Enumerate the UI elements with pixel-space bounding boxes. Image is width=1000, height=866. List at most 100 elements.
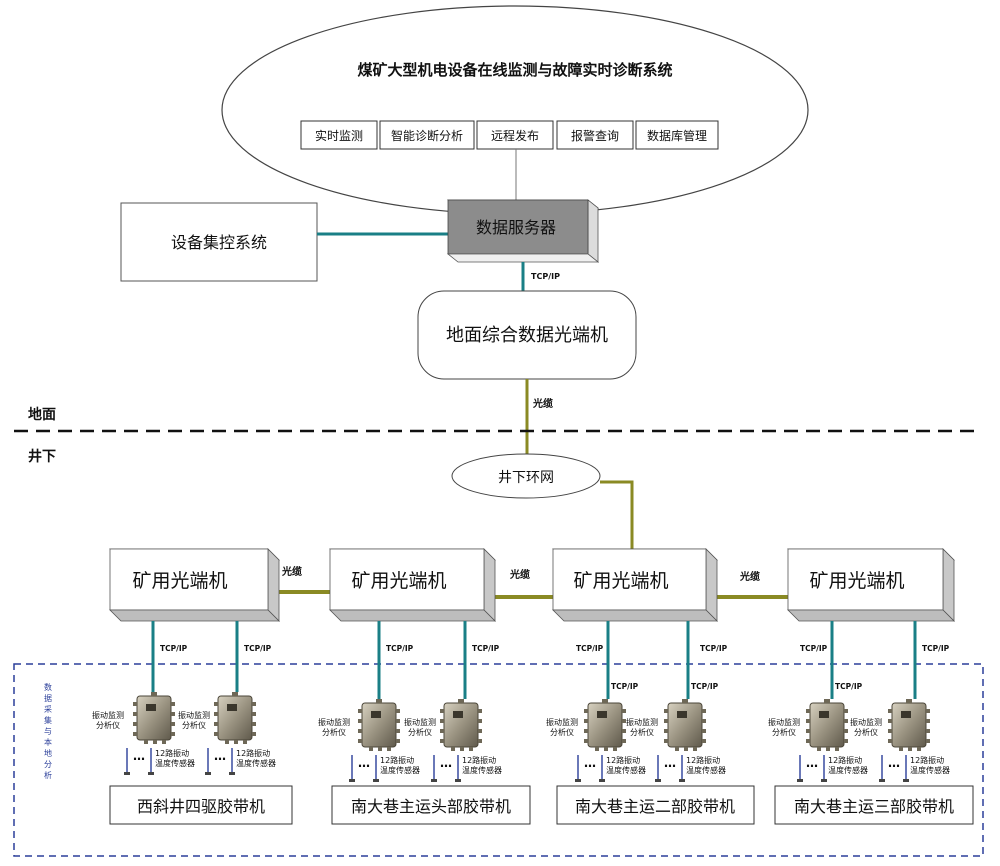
tcpip-label: TCP/IP [611,682,639,691]
analyzer-screen [819,711,829,718]
analyzer-port [584,729,588,733]
analyzer-port [664,709,668,713]
sensor-dots: … [664,756,676,770]
analyzer-port [926,719,930,723]
analyzer-port [826,747,830,751]
underground-label: 井下 [28,448,56,465]
analyzer-port [440,719,444,723]
module-label: 智能诊断分析 [391,128,463,143]
analyzer-port [171,732,175,736]
sensor-foot [903,779,909,782]
analyzer-port [396,739,400,743]
analyzer-port [675,747,679,751]
module-label: 数据库管理 [647,128,707,143]
ring-link [600,480,634,549]
sensor-label: 12路振动 [606,755,640,765]
analyzer-port [358,739,362,743]
belt-label: 南大巷主运三部胶带机 [794,797,954,816]
tcpip-label: TCP/IP [576,644,604,653]
region-char: 据 [44,693,52,703]
analyzer-port [806,739,810,743]
analyzer-port [817,747,821,751]
sensor-foot [229,772,235,775]
vibration-analyzer [806,699,848,751]
analyzer-port [584,719,588,723]
analyzer-port [162,740,166,744]
sensor-foot [431,779,437,782]
analyzer-port [622,729,626,733]
analyzer-label: 分析仪 [772,727,796,737]
fiber-label: 光缆 [509,568,530,581]
region-char: 数 [44,682,52,692]
vibration-analyzer [584,699,626,751]
analyzer-label: 振动监测 [178,710,210,720]
belt-box [556,785,755,825]
sensor-foot [349,779,355,782]
sensor-label: 温度传感器 [236,758,276,768]
analyzer-label: 分析仪 [182,720,206,730]
sensor-label: 温度传感器 [155,758,195,768]
analyzer-port [917,747,921,751]
system-title: 煤矿大型机电设备在线监测与故障实时诊断系统 [357,61,672,79]
analyzer-port [835,747,839,751]
analyzer-label: 分析仪 [408,727,432,737]
sensor-dots: … [584,756,596,770]
sensor-foot [575,779,581,782]
module-label: 报警查询 [571,128,619,143]
analyzer-port [702,739,706,743]
analyzer-label: 振动监测 [768,717,800,727]
sensor-foot [797,779,803,782]
sensor-dots: … [214,749,226,763]
tcpip-label: TCP/IP [472,644,500,653]
vibration-analyzer [664,699,706,751]
analyzer-port [133,712,137,716]
analyzer-port [358,729,362,733]
analyzer-port [171,712,175,716]
analyzer-screen [146,704,156,711]
analyzer-port [214,712,218,716]
analyzer-port [440,729,444,733]
region-char: 采 [44,704,52,714]
analyzer-label: 分析仪 [96,720,120,730]
analyzer-screen [901,711,911,718]
analyzer-port [702,719,706,723]
analyzer-body [809,702,845,748]
analyzer-body [443,702,479,748]
analyzer-port [214,732,218,736]
data-collection-region [13,663,984,857]
analyzer-port [171,722,175,726]
central-control-box [120,202,318,282]
analyzer-port [622,739,626,743]
sensor-label: 12路振动 [236,748,270,758]
sensor-foot [821,779,827,782]
analyzer-port [844,709,848,713]
analyzer-port [133,702,137,706]
analyzer-port [664,739,668,743]
sensor-foot [879,779,885,782]
mine-transceiver-label: 矿用光端机 [132,570,227,592]
sensor-label: 温度传感器 [380,765,420,775]
analyzer-body [361,702,397,748]
vibration-analyzer [133,692,175,744]
sensor-dots: … [440,756,452,770]
analyzer-port [440,709,444,713]
tcpip-label: TCP/IP [531,272,560,281]
analyzer-label: 振动监测 [626,717,658,727]
region-char: 分 [44,760,52,769]
system-ellipse [221,5,809,215]
belt-box [109,785,293,825]
region-char: 集 [44,715,52,725]
belt-label: 南大巷主运二部胶带机 [575,797,735,816]
analyzer-port [171,702,175,706]
analyzer-port [144,740,148,744]
sensor-foot [679,779,685,782]
analyzer-port [214,722,218,726]
region-char: 析 [44,770,52,780]
analyzer-label: 振动监测 [850,717,882,727]
sensor-label: 12路振动 [686,755,720,765]
fiber-label: 光缆 [281,565,302,578]
analyzer-port [584,739,588,743]
analyzer-port [806,729,810,733]
sensor-foot [455,779,461,782]
analyzer-port [682,699,688,703]
